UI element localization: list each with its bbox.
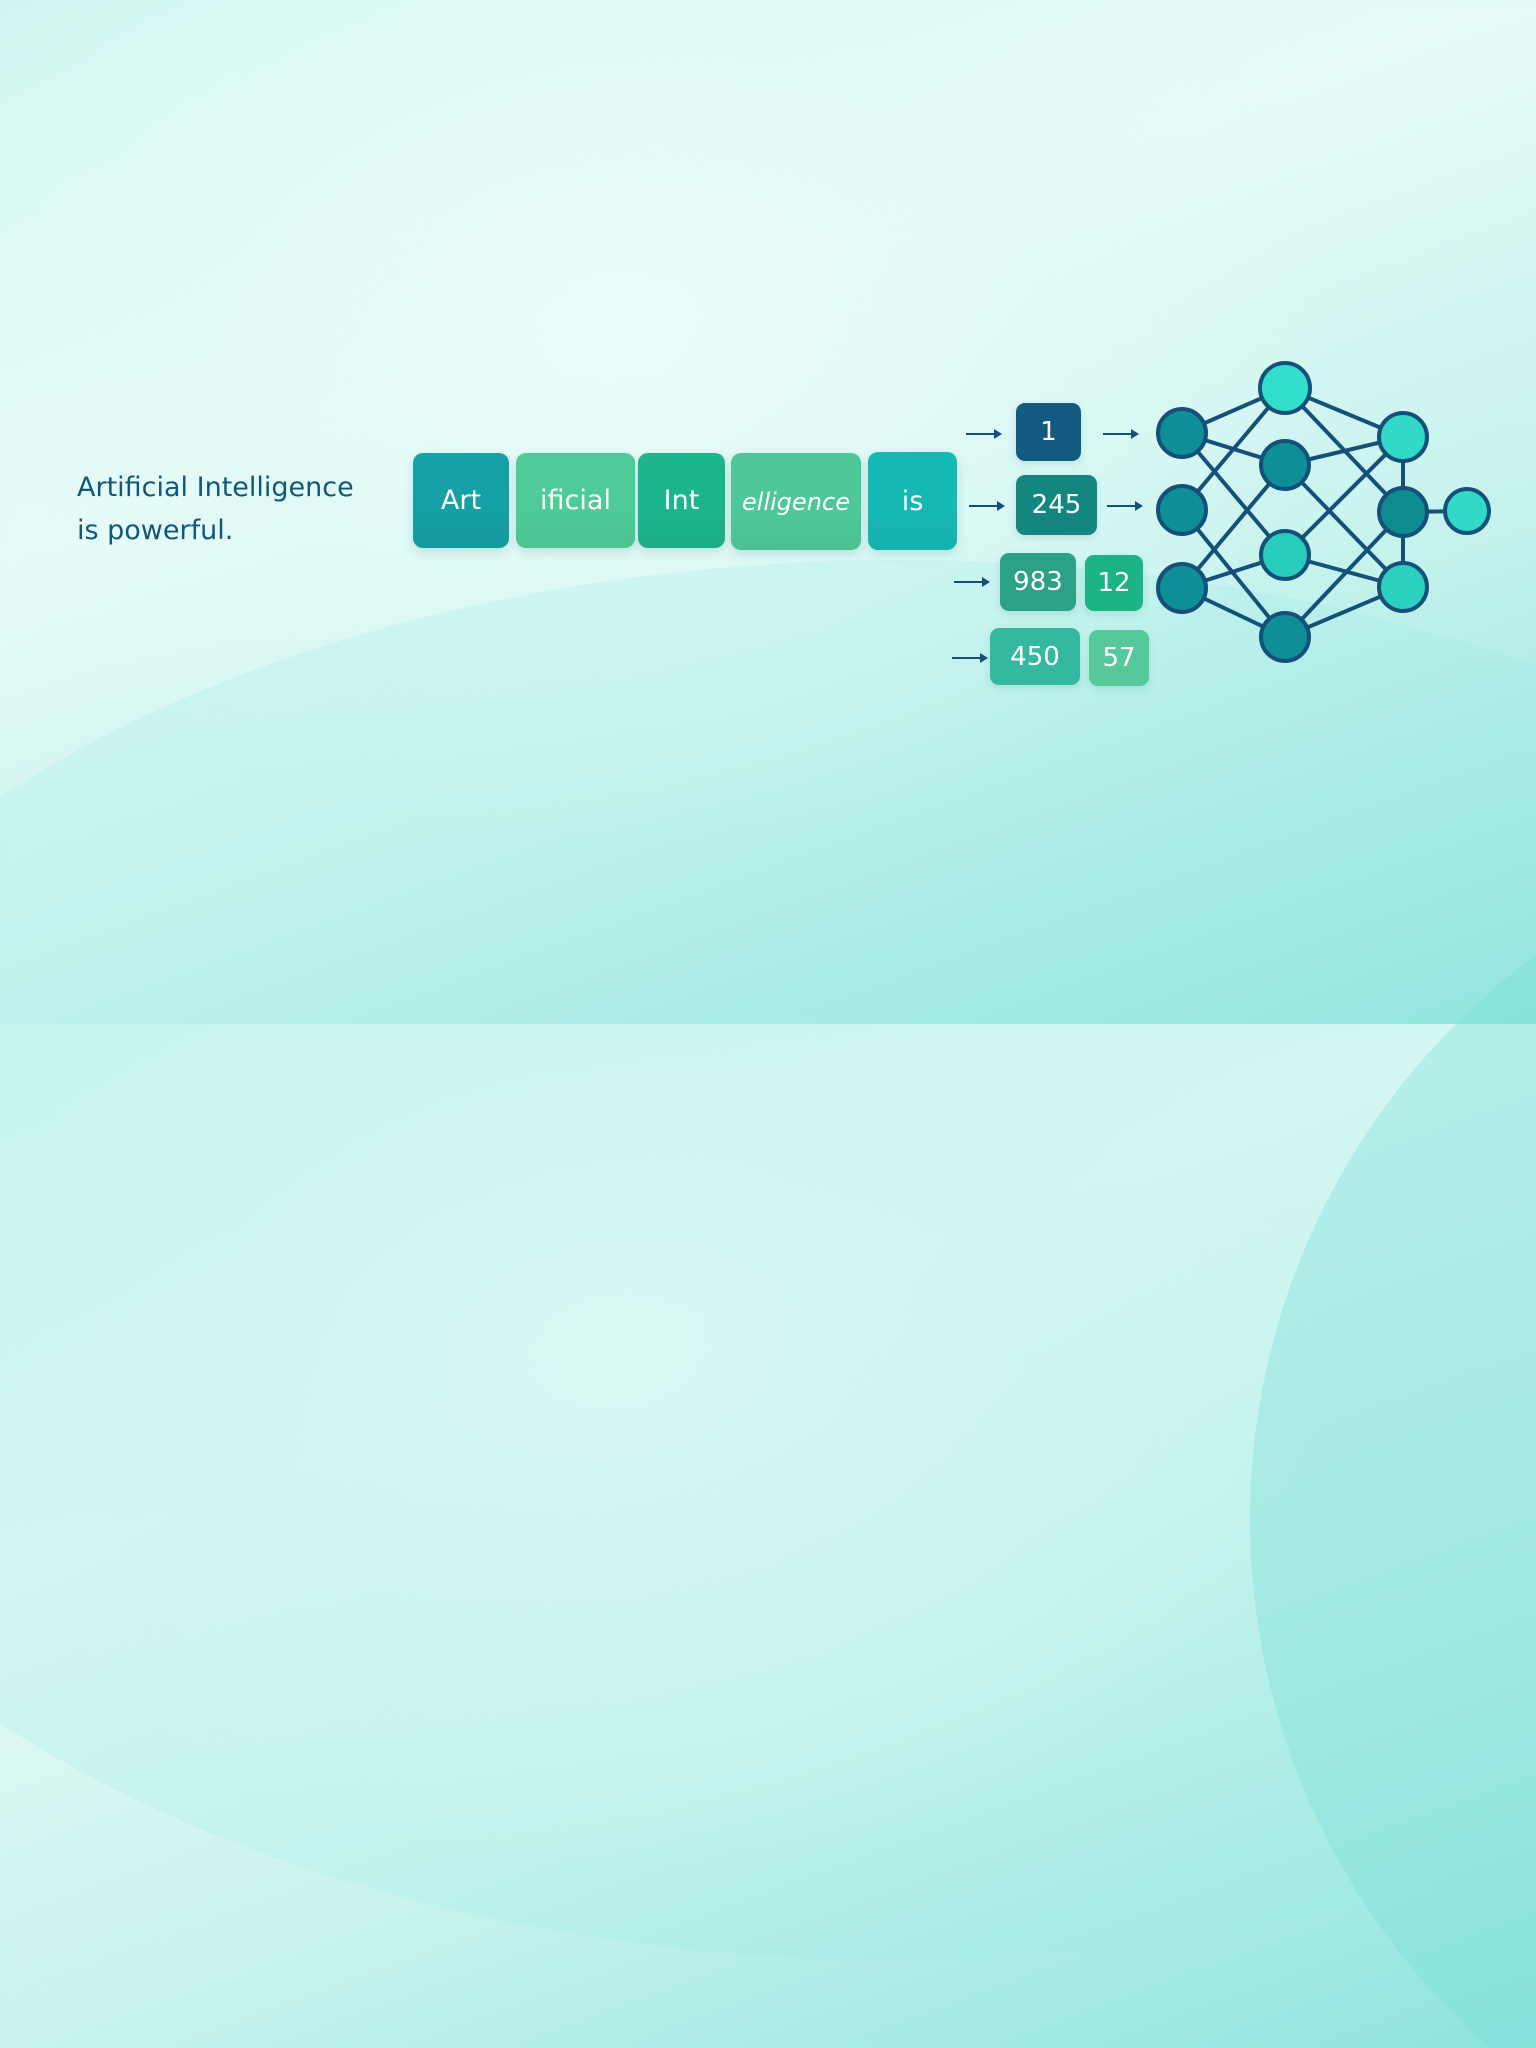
network-node-i2 <box>1156 484 1208 536</box>
caption-line-1: Artificial Intelligence <box>77 472 354 503</box>
token-id-chip: 450 <box>990 628 1080 685</box>
token-id-chip: 1 <box>1016 403 1081 461</box>
arrow-right-icon <box>1107 501 1143 511</box>
network-node-h4 <box>1259 611 1311 663</box>
arrow-right-icon <box>966 429 1002 439</box>
network-edge <box>1283 435 1405 557</box>
network-node-i1 <box>1156 407 1208 459</box>
neural-network-diagram <box>1156 361 1491 663</box>
network-node-o2 <box>1377 486 1429 538</box>
token-chip: Art <box>413 453 509 548</box>
token-id-chip: 57 <box>1089 630 1149 686</box>
network-edge <box>1180 463 1287 590</box>
arrow-right-icon <box>1103 429 1139 439</box>
arrow-right-icon <box>969 501 1005 511</box>
token-id-chip: 983 <box>1000 553 1076 611</box>
network-node-h1 <box>1258 361 1312 415</box>
token-chip: elligence <box>731 453 861 550</box>
token-id-chip: 245 <box>1016 475 1097 535</box>
network-edge <box>1283 510 1405 639</box>
network-edge <box>1283 463 1405 589</box>
token-id-chip: 12 <box>1085 555 1143 611</box>
network-node-h2 <box>1259 439 1311 491</box>
network-edge <box>1180 431 1287 557</box>
token-chip: ificial <box>516 453 635 548</box>
network-node-o1 <box>1377 411 1429 463</box>
arrow-right-icon <box>954 577 990 587</box>
network-nodes <box>1156 361 1491 663</box>
network-node-h3 <box>1259 529 1311 581</box>
token-chip: Int <box>638 453 725 548</box>
caption-line-2: is powerful. <box>77 515 234 546</box>
token-chip: is <box>868 452 957 550</box>
network-node-f <box>1443 487 1491 535</box>
network-node-i3 <box>1156 562 1208 614</box>
network-node-o3 <box>1377 561 1429 613</box>
arrow-right-icon <box>952 653 988 663</box>
input-sentence: Artificial Intelligence is powerful. <box>77 466 354 552</box>
